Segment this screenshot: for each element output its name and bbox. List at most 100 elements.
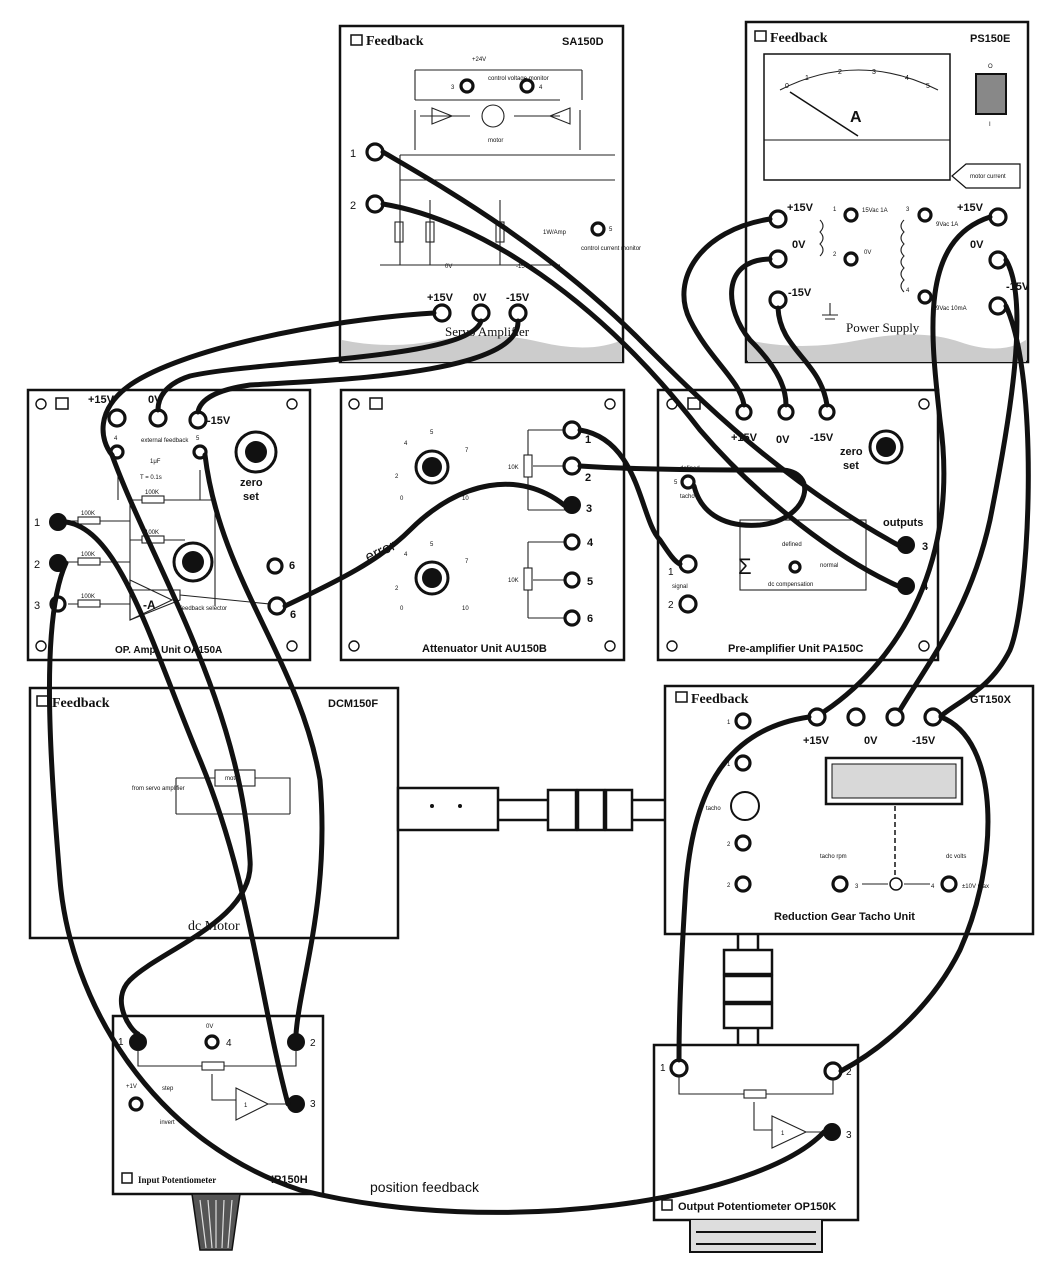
pa-normal: normal xyxy=(820,563,838,569)
op-t3: 3 xyxy=(846,1130,852,1141)
sa150d-cvm-label: control voltage monitor xyxy=(488,76,549,82)
wire-sa1-pa3 xyxy=(380,149,901,548)
sa150d-m15: -15V xyxy=(516,264,529,270)
oa-socket-6a[interactable] xyxy=(266,557,284,575)
au-tap-5[interactable] xyxy=(563,571,581,589)
sa150d-rail-label-0v: 0V xyxy=(473,292,487,304)
wire-gt-m15-op2 xyxy=(838,714,991,1074)
coupling-nut xyxy=(604,788,634,832)
oa-t6a: 6 xyxy=(289,560,295,572)
gt-label-m15: -15V xyxy=(912,735,936,747)
vertical-coupling xyxy=(722,934,774,1045)
sigma-symbol: Σ xyxy=(738,554,752,579)
ps-ac-1[interactable] xyxy=(843,207,859,223)
gt-model: GT150X xyxy=(970,694,1012,706)
switch-on: I xyxy=(989,122,991,128)
sa150d-motor-label: motor xyxy=(488,138,503,144)
sa150d-socket-3[interactable] xyxy=(459,78,475,94)
power-switch[interactable] xyxy=(975,73,1007,115)
pa-mode-switch[interactable] xyxy=(788,560,802,574)
ps-ac-4[interactable] xyxy=(917,289,933,305)
gt-l2b: 2 xyxy=(727,883,731,889)
au-tap-4[interactable] xyxy=(563,533,581,551)
gt-range-switch[interactable] xyxy=(889,877,903,891)
oa-zero-knob-center xyxy=(245,441,267,463)
gt-left-1b[interactable] xyxy=(734,754,752,772)
dial-tick: 4 xyxy=(404,552,408,558)
au-t1: 1 xyxy=(585,434,591,446)
sa150d-1wamp: 1W/Amp xyxy=(543,230,567,236)
gt-label-p15: +15V xyxy=(803,735,830,747)
ammeter-tick: 2 xyxy=(838,69,842,76)
gt-left-1a[interactable] xyxy=(734,712,752,730)
screw-icon xyxy=(604,640,616,652)
vshaft-lines xyxy=(736,934,760,1045)
shaft-dot xyxy=(430,804,434,808)
oa-rail-p15[interactable] xyxy=(107,408,127,428)
ps-ac-1-t: 15Vac 1A xyxy=(862,208,888,214)
op-base xyxy=(689,1220,823,1253)
oa-in2-label: 2 xyxy=(34,559,40,571)
sa150d-socket-4[interactable] xyxy=(519,78,535,94)
coupling-nut xyxy=(546,788,578,832)
op-amp: 1 xyxy=(781,1131,785,1137)
dcm-model: DCM150F xyxy=(328,698,378,710)
ip-m1v: +1V xyxy=(126,1084,137,1090)
wire-gt-p15-op1 xyxy=(676,714,812,1063)
ps-ac-1-n: 1 xyxy=(833,207,837,213)
oa-zero: zero xyxy=(240,477,263,489)
patch-wires xyxy=(47,149,1031,1215)
gt-t3: 3 xyxy=(855,884,859,890)
ps-ac-3-n: 3 xyxy=(906,207,910,213)
gt-rail-nc[interactable] xyxy=(885,707,905,727)
au-tap-6[interactable] xyxy=(563,609,581,627)
ps-ac-2[interactable] xyxy=(843,251,859,267)
gt150x-unit: Feedback GT150X +15V 0V -15V 1 1 tacho 2… xyxy=(663,684,1035,936)
gt150x-panel xyxy=(663,684,1035,936)
pa-label-0v: 0V xyxy=(776,434,790,446)
gt-socket-4[interactable] xyxy=(940,875,958,893)
gt-display-screen xyxy=(831,763,957,799)
screw-icon xyxy=(666,640,678,652)
screw-icon xyxy=(286,398,298,410)
gt-rail-0v[interactable] xyxy=(846,707,866,727)
wire-sa2-pa4 xyxy=(380,201,901,589)
ammeter-tick: 4 xyxy=(905,75,909,82)
oa-r: 100K xyxy=(81,594,95,600)
ps-left-label-p15: +15V xyxy=(787,202,814,214)
gt-left-2a[interactable] xyxy=(734,834,752,852)
ps150e-name: Power Supply xyxy=(846,320,920,335)
au-t3: 3 xyxy=(586,503,592,515)
ip-step-switch[interactable] xyxy=(128,1096,144,1112)
ps-ac-3[interactable] xyxy=(917,207,933,223)
sa150d-socket-5[interactable] xyxy=(590,221,606,237)
ip-t1: 1 xyxy=(118,1037,124,1048)
gt-left-2b[interactable] xyxy=(734,875,752,893)
feedback-logo-icon xyxy=(121,1172,133,1184)
screw-icon xyxy=(918,398,930,410)
ps-right-label-0v: 0V xyxy=(970,239,984,251)
sa150d-brand: Feedback xyxy=(366,34,424,49)
feedback-logo-icon xyxy=(675,691,688,703)
pa-input-2[interactable] xyxy=(678,594,698,614)
wire-ps-r-m15-gt-m15 xyxy=(938,303,1031,719)
dial-tick: 10 xyxy=(462,496,469,502)
dcm-circuit xyxy=(175,777,291,815)
pa-zero-knob-center xyxy=(876,437,896,457)
ps-ac-4-t: 9Vac 10mA xyxy=(936,306,967,312)
dial-2-scale: 0 2 4 5 7 10 xyxy=(395,542,469,612)
gt-label-0v: 0V xyxy=(864,735,878,747)
pa-socket-5[interactable] xyxy=(680,474,696,490)
pa-tacho: tacho xyxy=(680,494,695,500)
shaft-coupling xyxy=(396,786,668,832)
wire-oa5-ip2 xyxy=(202,452,325,1037)
ps-ac-4-n: 4 xyxy=(906,288,910,294)
ip-socket-4[interactable] xyxy=(204,1034,220,1050)
wire-oa6-au3-error xyxy=(282,481,567,609)
gt-socket-3[interactable] xyxy=(831,875,849,893)
wire-oa2-op3 xyxy=(47,560,827,1215)
oa-r: 100K xyxy=(81,511,95,517)
dial-tick: 2 xyxy=(395,474,399,480)
shaft-housing xyxy=(396,786,500,832)
